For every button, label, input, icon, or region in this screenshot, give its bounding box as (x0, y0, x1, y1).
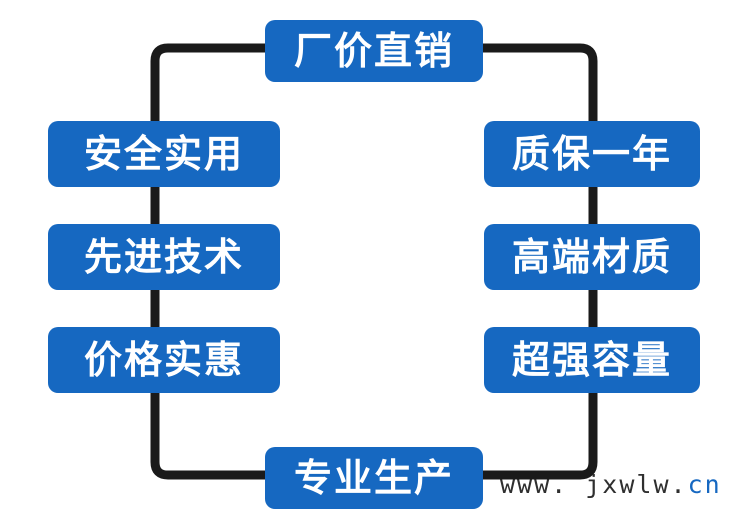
node-right-3[interactable]: 超强容量 (484, 327, 700, 393)
node-right-1-label: 质保一年 (511, 132, 672, 176)
node-left-3-label: 价格实惠 (83, 338, 244, 382)
watermark-accent: cn (687, 470, 722, 499)
node-left-3[interactable]: 价格实惠 (48, 327, 280, 393)
node-right-1[interactable]: 质保一年 (484, 121, 700, 187)
node-left-1[interactable]: 安全实用 (48, 121, 280, 187)
node-bottom-label: 专业生产 (293, 456, 454, 500)
node-right-2[interactable]: 高端材质 (484, 224, 700, 290)
node-bottom[interactable]: 专业生产 (265, 447, 483, 509)
node-left-2-label: 先进技术 (83, 235, 244, 279)
node-left-1-label: 安全实用 (83, 132, 244, 176)
watermark: www. jxwlw.cn (500, 470, 722, 499)
node-right-3-label: 超强容量 (511, 338, 672, 382)
node-right-2-label: 高端材质 (511, 235, 672, 279)
watermark-main: www. jxwlw. (500, 470, 688, 499)
node-top-label: 厂价直销 (293, 29, 454, 73)
node-top[interactable]: 厂价直销 (265, 20, 483, 82)
node-left-2[interactable]: 先进技术 (48, 224, 280, 290)
